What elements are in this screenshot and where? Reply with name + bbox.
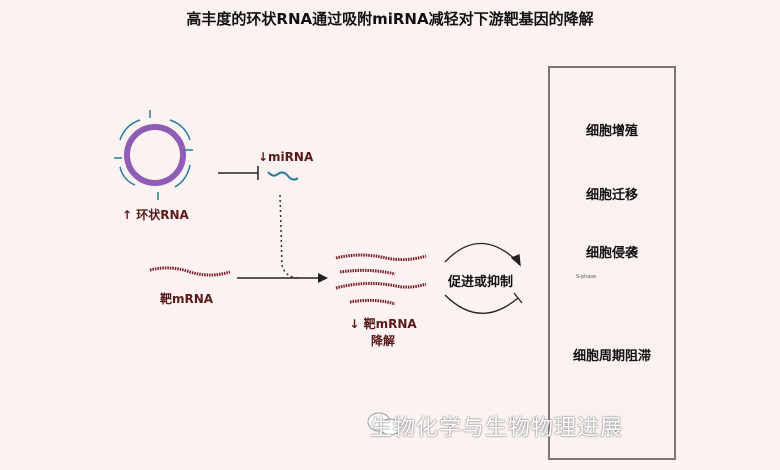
inhibition-arrow xyxy=(218,166,259,180)
degraded-mrna-icon xyxy=(335,253,427,306)
cycle-note: S-phase xyxy=(576,274,597,280)
outcome-proliferation: 细胞增殖 xyxy=(585,124,638,139)
degraded-label: ↓ 靶mRNA 降解 xyxy=(348,315,418,349)
outcome-invasion: 细胞侵袭 xyxy=(585,246,638,261)
target-mrna-label: 靶mRNA xyxy=(160,292,214,306)
mirna-label: ↓miRNA xyxy=(258,150,314,164)
effect-label: 促进或抑制 xyxy=(448,275,514,290)
circrna-label: ↑ 环状RNA xyxy=(122,208,189,222)
main-arrow xyxy=(237,273,328,283)
watermark: 生物化学与生物物理进展 xyxy=(370,416,624,441)
outcomes-panel: 细胞增殖 细胞迁移 细胞侵袭 S-phase 细胞周期阻滞 xyxy=(548,66,676,460)
target-mrna-icon xyxy=(149,266,231,277)
mirna-icon xyxy=(267,171,299,181)
degraded-label-line2: 降解 xyxy=(370,334,395,348)
dotted-path xyxy=(279,194,301,279)
outcome-cell-cycle-arrest: 细胞周期阻滞 xyxy=(572,349,651,364)
circular-rna-icon xyxy=(114,110,193,200)
effect-arrows xyxy=(444,242,523,314)
outcome-migration: 细胞迁移 xyxy=(585,188,638,203)
diagram-title: 高丰度的环状RNA通过吸附miRNA减轻对下游靶基因的降解 xyxy=(186,10,594,28)
degraded-label-line1: ↓ 靶mRNA xyxy=(349,317,417,331)
wechat-icon xyxy=(366,412,402,436)
